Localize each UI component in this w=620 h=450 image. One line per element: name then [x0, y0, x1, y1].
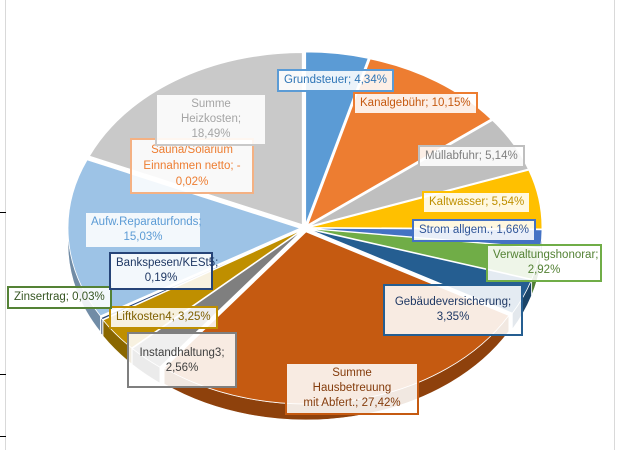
- data-label-summe-hausbetreuung: Summe Hausbetreuung mit Abfert.; 27,42%: [285, 362, 419, 415]
- data-label-muellabfuhr: Müllabfuhr; 5,14%: [418, 145, 525, 168]
- chart-frame-right: [614, 0, 615, 450]
- data-label-verwaltungshonorar: Verwaltungshonorar; 2,92%: [486, 244, 602, 282]
- data-label-reparaturfonds: Aufw.Reparaturfonds; 15,03%: [84, 211, 202, 249]
- data-label-kaltwasser: Kaltwasser; 5,54%: [422, 191, 532, 214]
- data-label-instandhaltung: Instandhaltung3; 2,56%: [127, 332, 237, 388]
- pie-slice-side: [100, 316, 103, 337]
- chart-frame-left: [5, 0, 6, 450]
- data-label-grundsteuer: Grundsteuer; 4,34%: [277, 69, 394, 92]
- frame-tick: [0, 212, 6, 213]
- frame-tick: [0, 374, 6, 375]
- pie-slice-grundsteuer: [305, 51, 369, 225]
- data-label-summe-heizkosten: Summe Heizkosten; 18,49%: [155, 93, 267, 146]
- data-label-zinsertrag: Zinsertrag; 0,03%: [7, 286, 112, 309]
- data-label-bankspesen: Bankspesen/KESt5; 0,19%: [109, 252, 218, 290]
- data-label-strom-allgem: Strom allgem.; 1,66%: [412, 219, 536, 242]
- frame-tick: [0, 436, 6, 437]
- data-label-liftkosten: Liftkosten4; 3,25%: [109, 306, 218, 329]
- data-label-sauna-solarium: Sauna/Solarium Einnahmen netto; - 0,02%: [130, 138, 254, 194]
- data-label-kanalgebuehr: Kanalgebühr; 10,15%: [353, 92, 478, 115]
- data-label-gebaeudeversicherung: Gebäudeversicherung; 3,35%: [383, 284, 523, 336]
